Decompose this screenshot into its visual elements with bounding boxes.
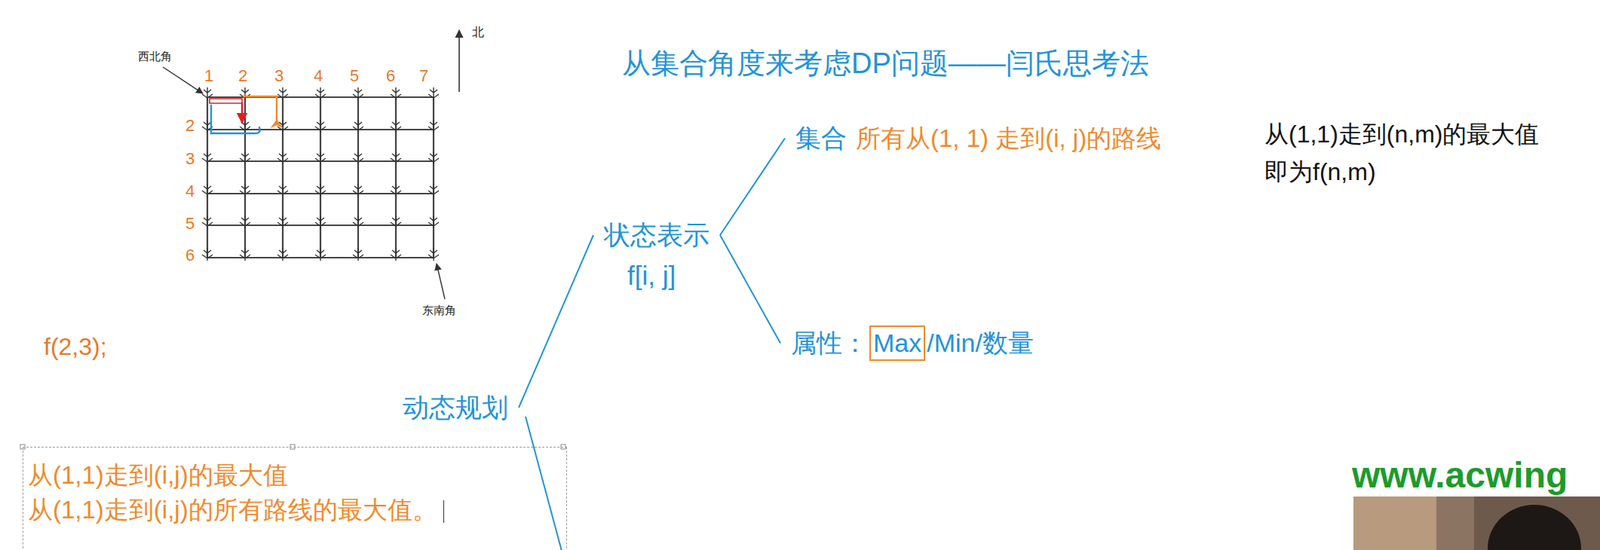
label-wrap: 6 <box>386 66 396 86</box>
compass-label: 北 <box>472 25 485 39</box>
webcam-feed <box>1353 496 1600 550</box>
label-wrap: 3 <box>185 149 195 169</box>
column-number: 2 <box>238 66 248 86</box>
title: 从集合角度来考虑DP问题——闫氏思考法 <box>622 47 1150 80</box>
label-wrap: 4 <box>185 181 195 201</box>
mindmap-branch: 状态表示 f[i, j] <box>603 220 710 292</box>
hand-strokes <box>209 96 282 134</box>
label-wrap: 2 <box>185 116 195 135</box>
label-wrap: 2 <box>238 66 248 86</box>
label-wrap: 北 <box>472 25 485 40</box>
leaf-body: /Min/数量 <box>926 328 1034 359</box>
grid-map <box>207 97 434 258</box>
label-wrap: 5 <box>185 214 195 233</box>
label-wrap: 7 <box>419 66 429 86</box>
label-wrap: f(2,3); <box>43 333 108 362</box>
leaf-heading: 集合 <box>795 123 847 154</box>
watermark: www.acwing <box>1351 455 1568 496</box>
row-number: 4 <box>185 181 195 201</box>
mindmap-connector <box>720 235 781 344</box>
label-wrap: 西北角 <box>137 49 172 64</box>
label-wrap: 3 <box>274 66 284 86</box>
mindmap-root: 动态规划 <box>402 392 509 423</box>
mindmap-connector <box>518 235 594 408</box>
highlighted-option: Max <box>869 325 926 362</box>
text-box: 从(1,1)走到(i,j)的最大值从(1,1)走到(i,j)的所有路线的最大值。 <box>22 447 568 550</box>
column-number: 1 <box>204 66 214 86</box>
formula-text: f[i, j] <box>627 260 710 292</box>
column-number: 5 <box>349 66 359 86</box>
label-wrap: 5 <box>349 66 359 86</box>
label-wrap: 东南角 <box>422 303 457 318</box>
row-number: 5 <box>185 214 195 233</box>
column-number: 6 <box>386 66 396 86</box>
label-wrap: 1 <box>204 66 214 86</box>
leaf-body: 所有从(1, 1) 走到(i, j)的路线 <box>855 124 1162 154</box>
column-number: 3 <box>274 66 284 86</box>
tree-branch-line <box>525 416 563 550</box>
note-line: 从(1,1)走到(i,j)的所有路线的最大值。 <box>27 496 559 525</box>
note-text: 即为f(n,m) <box>1264 158 1377 186</box>
leader-arrow <box>162 67 203 94</box>
text-caret <box>443 500 445 524</box>
tree-symbols <box>202 87 439 261</box>
mindmap-leaf: 属性：Max/Min/数量 <box>790 325 1034 362</box>
row-number: 3 <box>185 149 195 169</box>
handwritten-note: f(2,3); <box>43 333 108 361</box>
leader-arrow <box>436 263 445 300</box>
column-number: 4 <box>313 66 323 86</box>
mindmap-connector <box>720 138 785 237</box>
branch-text: 状态表示 <box>603 220 710 251</box>
label-wrap: 从(1,1)走到(n,m)的最大值 <box>1264 120 1539 149</box>
branch-text: 动态规划 <box>402 392 509 423</box>
corner-label: 西北角 <box>137 49 172 63</box>
label-wrap: 即为f(n,m) <box>1264 158 1377 187</box>
row-number: 6 <box>185 245 195 265</box>
leaf-heading: 属性： <box>790 328 868 359</box>
corner-label: 东南角 <box>422 303 457 317</box>
north-arrow <box>458 30 460 92</box>
label-wrap: 6 <box>185 245 195 265</box>
note-line: 从(1,1)走到(i,j)的最大值 <box>27 461 559 491</box>
label-wrap: www.acwing <box>1351 454 1568 497</box>
note-text: 从(1,1)走到(n,m)的最大值 <box>1264 120 1539 148</box>
label-wrap: 4 <box>313 66 323 86</box>
mindmap-leaf: 集合所有从(1, 1) 走到(i, j)的路线 <box>795 123 1162 154</box>
row-number: 2 <box>185 116 195 135</box>
column-number: 7 <box>419 66 429 86</box>
title-wrap: 从集合角度来考虑DP问题——闫氏思考法 <box>622 46 1150 80</box>
